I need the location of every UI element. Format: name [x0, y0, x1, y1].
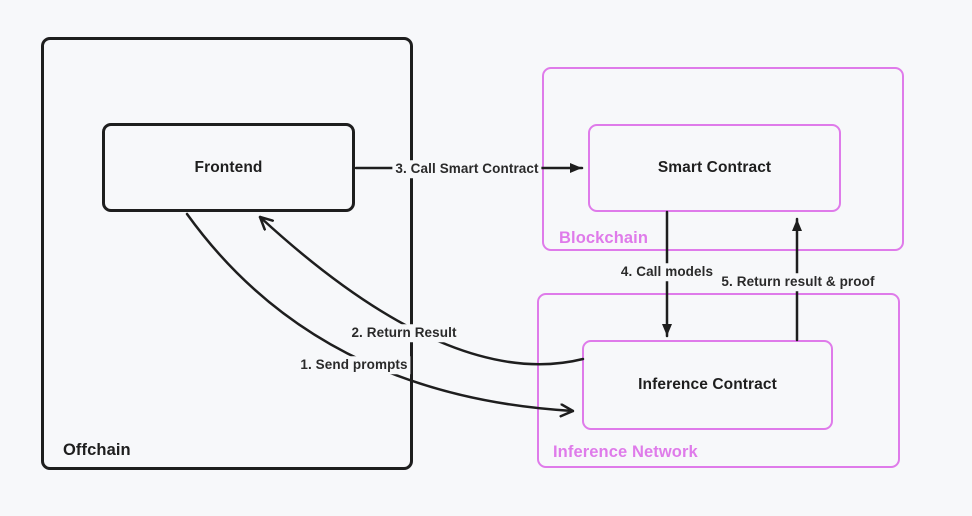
frontend-node: Frontend [102, 123, 355, 212]
arrow-label-call-smart-contract: 3. Call Smart Contract [392, 160, 542, 178]
frontend-node-label: Frontend [194, 158, 263, 176]
arrow-label-return-result: 2. Return Result [348, 324, 460, 342]
offchain-group-label: Offchain [63, 441, 131, 459]
arrow-label-call-models: 4. Call models [617, 263, 717, 281]
blockchain-group-box [542, 67, 904, 251]
arrow-send-prompts [185, 212, 575, 411]
offchain-group-box [41, 37, 413, 470]
arrow-label-return-result-proof: 5. Return result & proof [718, 273, 878, 291]
arrow-label-send-prompts: 1. Send prompts [297, 356, 411, 374]
inference-contract-node-label: Inference Contract [638, 376, 777, 393]
arrow-return-result [258, 215, 585, 366]
inference-network-group-box [537, 293, 900, 468]
smart-contract-node: Smart Contract [588, 124, 841, 212]
inference-network-group-label: Inference Network [553, 443, 698, 461]
smart-contract-node-label: Smart Contract [657, 159, 772, 176]
inference-contract-node: Inference Contract [582, 340, 833, 430]
blockchain-group-label: Blockchain [559, 229, 649, 247]
